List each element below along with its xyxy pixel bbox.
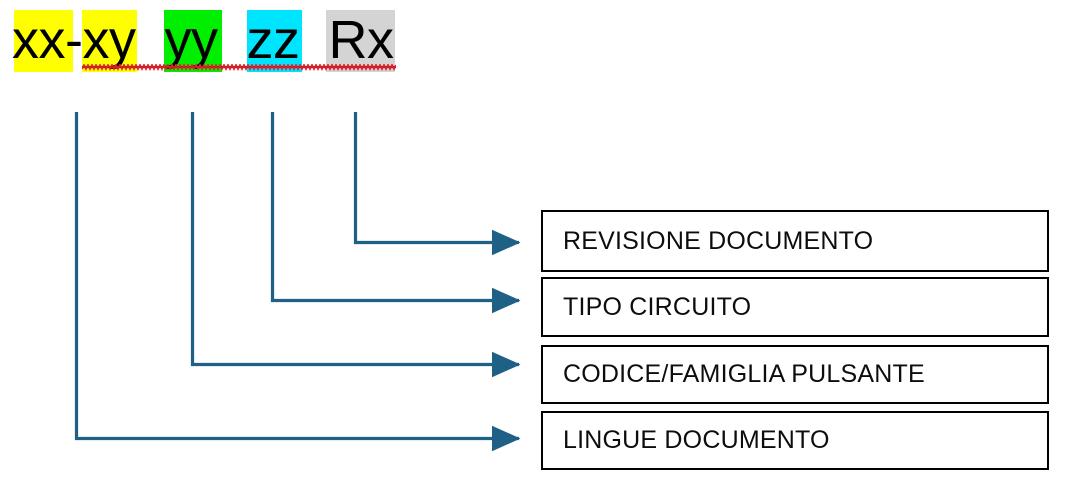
label-text-lingue-documento: LINGUE DOCUMENTO	[563, 426, 830, 454]
label-box-tipo-circuito[interactable]: TIPO CIRCUITO	[541, 277, 1049, 337]
connector-yy-to-codice-famiglia	[190, 112, 521, 378]
label-box-codice-famiglia-pulsante[interactable]: CODICE/FAMIGLIA PULSANTE	[541, 345, 1049, 404]
highlight-zz	[247, 10, 302, 72]
connector-zz-to-tipo-circuito	[270, 112, 521, 314]
label-text-tipo-circuito: TIPO CIRCUITO	[563, 292, 752, 321]
label-text-codice-famiglia-pulsante: CODICE/FAMIGLIA PULSANTE	[563, 360, 925, 388]
highlight-xy	[82, 10, 137, 72]
highlight-rx	[326, 10, 395, 72]
spellcheck-wave-icon	[82, 64, 396, 71]
label-box-revisione-documento[interactable]: REVISIONE DOCUMENTO	[541, 210, 1049, 272]
label-text-revisione-documento: REVISIONE DOCUMENTO	[563, 226, 874, 255]
code-string: xx-xy yy zz Rx	[0, 0, 520, 95]
highlight-yy	[164, 10, 222, 72]
highlight-xx	[14, 10, 73, 72]
code-string-text: xx-xy yy zz Rx	[12, 10, 394, 70]
spellcheck-underline	[82, 64, 396, 71]
connector-rx-to-revisione	[353, 112, 521, 256]
label-box-lingue-documento[interactable]: LINGUE DOCUMENTO	[541, 411, 1049, 470]
connector-xx-to-lingue	[74, 112, 521, 452]
